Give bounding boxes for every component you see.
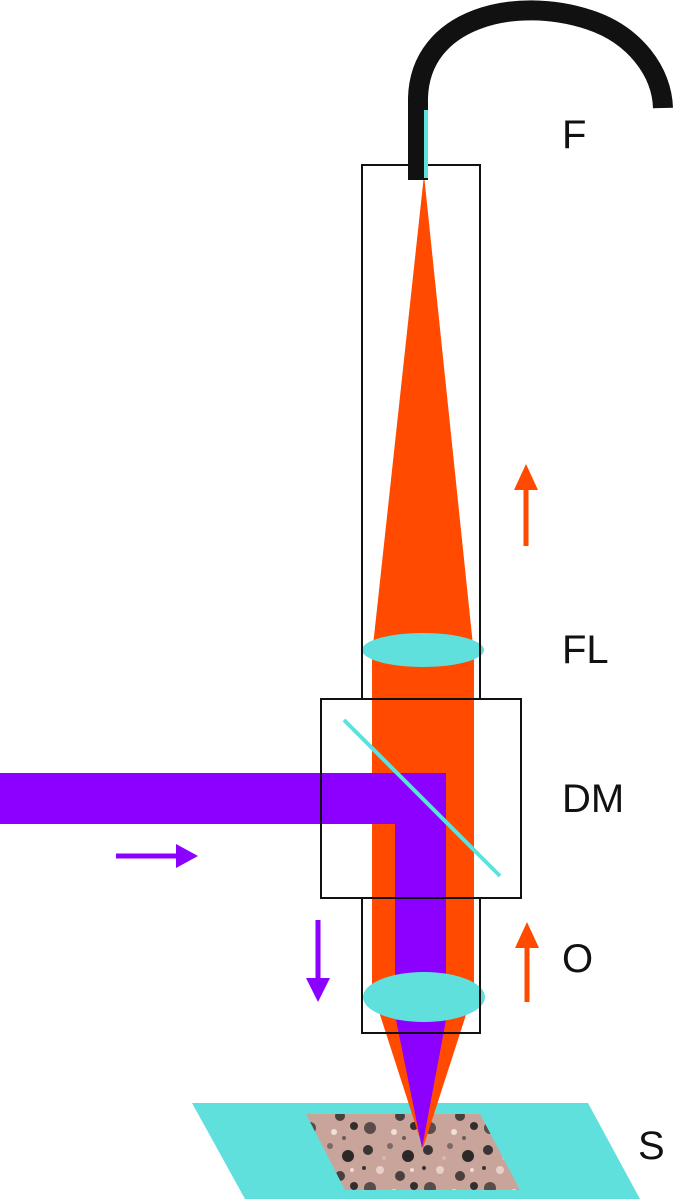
emission-beam-upper-cone — [372, 175, 474, 655]
objective-lens — [363, 972, 485, 1022]
excitation-beam-focus-cone — [396, 1020, 446, 1148]
fiber-label: F — [562, 113, 586, 157]
focusing-lens-label: FL — [562, 628, 609, 672]
objective-housing — [361, 897, 481, 1034]
optical-fiber — [408, 0, 673, 180]
right-arrow-icon — [116, 844, 198, 868]
up-arrow-icon — [515, 922, 539, 1002]
objective-label: O — [562, 937, 593, 981]
sample-specimen — [306, 1114, 520, 1190]
down-arrow-icon — [306, 920, 330, 1002]
dichroic-mirror — [342, 718, 502, 878]
focusing-lens — [362, 633, 484, 667]
excitation-beam — [0, 773, 446, 995]
sample-label: S — [638, 1124, 665, 1168]
up-arrow-icon — [514, 464, 538, 546]
dichroic-mirror-label: DM — [562, 777, 624, 821]
